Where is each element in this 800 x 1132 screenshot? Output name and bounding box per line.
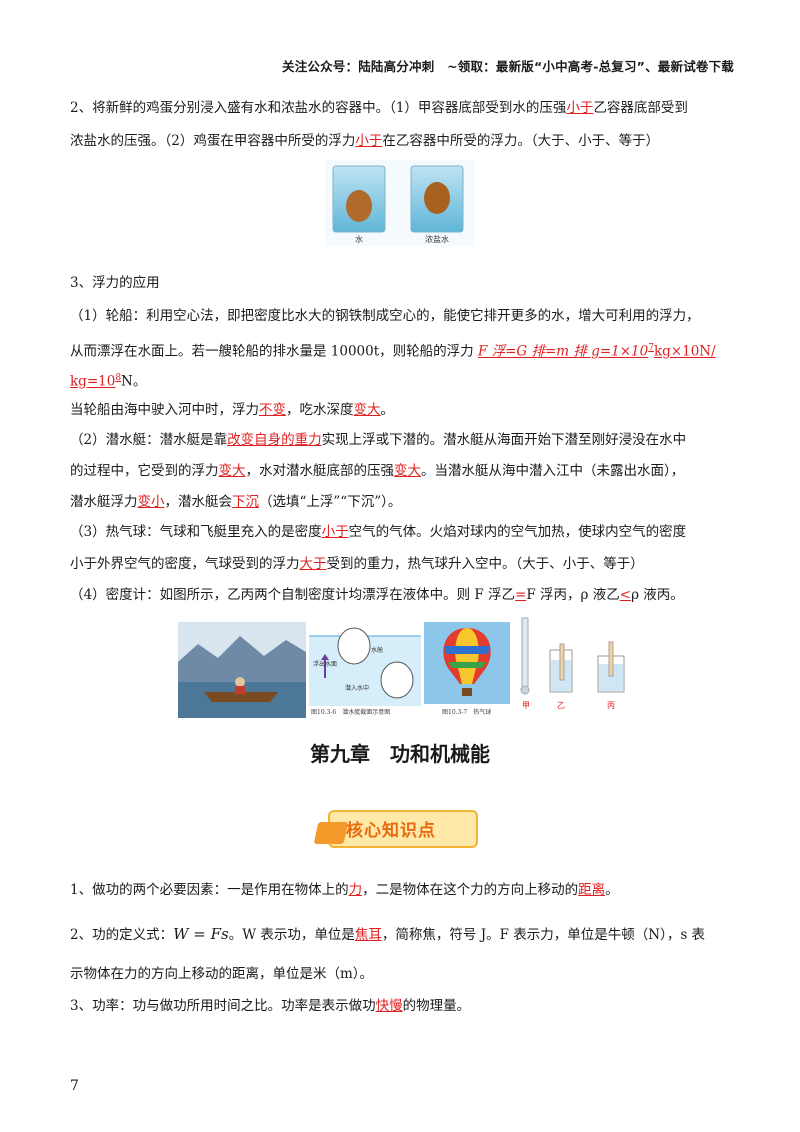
- caption-yi: 乙: [557, 701, 565, 710]
- hydrometer-jia: [521, 617, 529, 693]
- s3-title: 3、浮力的应用: [70, 275, 160, 291]
- caption-bing: 丙: [607, 701, 615, 710]
- hydrometer-line: （4）密度计：如图所示，乙丙两个自制密度计均漂浮在液体中。则 F 浮乙=F 浮丙…: [70, 587, 684, 603]
- work-formula: W = Fs: [173, 925, 229, 943]
- boat-photo: [178, 622, 306, 718]
- sub-label-2: 水舱: [371, 646, 383, 654]
- submarine-bottom: [380, 661, 414, 699]
- ch9-p2: 2、功的定义式：W = Fs。W 表示功，单位是焦耳，简称焦，符号 J。F 表示…: [70, 925, 706, 944]
- ch9-p4: 3、功率：功与做功所用时间之比。功率是表示做功快慢的物理量。: [70, 998, 471, 1014]
- flag-icon: [313, 822, 349, 844]
- ship-line3: kg=108N。: [70, 373, 147, 390]
- core-knowledge-badge: 核心知识点: [313, 806, 478, 848]
- sub-label-1: 浮出水面: [313, 660, 337, 668]
- page-number: 7: [70, 1078, 79, 1094]
- beaker-eggs-figure: 水 浓盐水: [325, 160, 475, 246]
- hot-air-balloon-photo: 图10.3-7 热气球: [424, 622, 510, 718]
- balloon-line1: （3）热气球：气球和飞艇里充入的是密度小于空气的气体。火焰对球内的空气加热，使球…: [70, 524, 687, 540]
- figure-caption-2: 图10.3-7 热气球: [442, 708, 491, 716]
- caption-jia: 甲: [522, 701, 530, 710]
- river-line: 当轮船由海中驶入河中时，浮力不变，吃水深度变大。: [70, 402, 394, 418]
- hydrometer-figure: 甲 乙 丙: [512, 616, 644, 720]
- submarine-diagram: 浮出水面 水舱 潜入水中 图10.3-6 潜水艇截面示意图: [309, 622, 421, 718]
- q2-line2: 浓盐水的压强。（2）鸡蛋在甲容器中所受的浮力小于在乙容器中所受的浮力。（大于、小…: [70, 133, 660, 149]
- beaker1-label: 水: [355, 234, 363, 244]
- balloon-line2: 小于外界空气的密度，气球受到的浮力大于受到的重力，热气球升入空中。（大于、小于、…: [70, 556, 644, 572]
- egg-1: [346, 190, 372, 222]
- sub-line2: 的过程中，它受到的浮力变大，水对潜水艇底部的压强变大。当潜水艇从海中潜入江中（未…: [70, 463, 685, 479]
- ch9-p1: 1、做功的两个必要因素：一是作用在物体上的力，二是物体在这个力的方向上移动的距离…: [70, 882, 619, 898]
- sub-label-3: 潜入水中: [345, 684, 369, 692]
- chapter-title: 第九章 功和机械能: [310, 742, 490, 766]
- sub-line1: （2）潜水艇：潜水艇是靠改变自身的重力实现上浮或下潜的。潜水艇从海面开始下潜至刚…: [70, 432, 687, 448]
- page-header: 关注公众号：陆陆高分冲刺 ~领取：最新版“小中高考-总复习”、最新试卷下载: [282, 59, 734, 74]
- q2-line1: 2、将新鲜的鸡蛋分别浸入盛有水和浓盐水的容器中。（1）甲容器底部受到水的压强小于…: [70, 100, 688, 116]
- ship-line1: （1）轮船：利用空心法，即把密度比水大的钢铁制成空心的，能使它排开更多的水，增大…: [70, 308, 700, 324]
- balloon: [443, 628, 491, 696]
- boat: [204, 692, 278, 702]
- beaker2-label: 浓盐水: [425, 234, 449, 244]
- ship-line2: 从而漂浮在水面上。若一艘轮船的排水量是 10000t，则轮船的浮力 F 浮=G …: [70, 343, 716, 360]
- sub-line3: 潜水艇浮力变小，潜水艇会下沉（选填“上浮”“下沉”）。: [70, 494, 402, 510]
- egg-2: [424, 182, 450, 214]
- ch9-p3: 示物体在力的方向上移动的距离，单位是米（m）。: [70, 966, 374, 982]
- submarine-top: [337, 627, 371, 665]
- figure-caption-1: 图10.3-6 潜水艇截面示意图: [311, 708, 390, 716]
